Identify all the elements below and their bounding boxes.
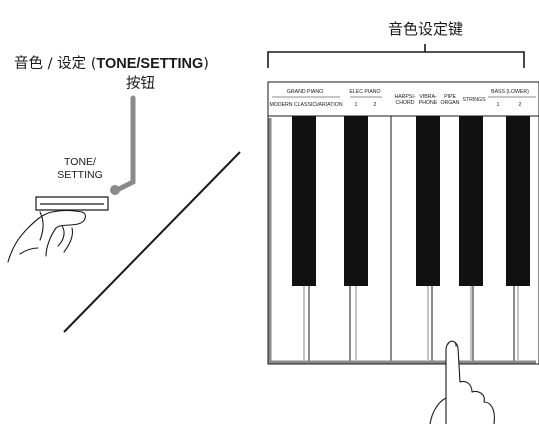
button-leader-line [114,95,136,193]
elec-piano-label: ELEC PIANO [349,89,380,95]
tone-setting-button-label: 音色 / 设定 (TONE/SETTING) 按钮 [14,54,304,94]
button-leader-dot [110,185,120,195]
key-guide-lines [303,286,519,360]
bass-1-label: 1 [497,102,500,108]
vibraphone-label: VIBRA- [419,94,437,100]
modern-label: MODERN [269,102,292,108]
left-hand-icon [7,209,87,263]
grand-piano-label: GRAND PIANO [287,89,323,95]
keyboard-panel [267,81,539,117]
tone-setting-label-en: TONE/SETTING [96,56,204,72]
keys-leader-line [267,51,525,68]
tone-keys-label: 音色设定键 [388,20,464,38]
classic-label: CLASSIC [294,102,316,108]
button-text-line1: TONE/ [64,156,96,168]
strings-label: STRINGS [462,97,486,103]
vibraphone-label-2: PHONE [419,100,438,106]
variation-label: VARIATION [315,102,342,108]
divider-line [63,151,241,333]
harpsichord-label: HARPSI- [394,94,415,100]
pipe-organ-label: PIPE [444,94,456,100]
elec-piano-1-label: 1 [355,102,358,108]
pipe-organ-label-2: ORGAN [440,100,459,106]
tone-setting-button-text: TONE/ SETTING [57,156,103,181]
keyboard-panel-labels: GRAND PIANO MODERN CLASSIC VARIATION ELE… [269,89,536,108]
right-hand-icon [429,340,495,424]
keyboard: GRAND PIANO MODERN CLASSIC VARIATION ELE… [267,81,539,365]
black-keys [292,116,530,286]
bass-lower-label: BASS (LOWER) [491,89,529,95]
button-text-line2: SETTING [57,169,103,181]
elec-piano-2-label: 2 [374,102,377,108]
tone-setting-label-close: ) [203,56,209,72]
tone-setting-label-cn: 音色 / 设定 ( [14,56,97,72]
tone-setting-button-outline [35,196,109,211]
harpsichord-label-2: CHORD [395,100,414,106]
bass-2-label: 2 [519,102,522,108]
tone-setting-label-line2: 按钮 [126,76,155,92]
